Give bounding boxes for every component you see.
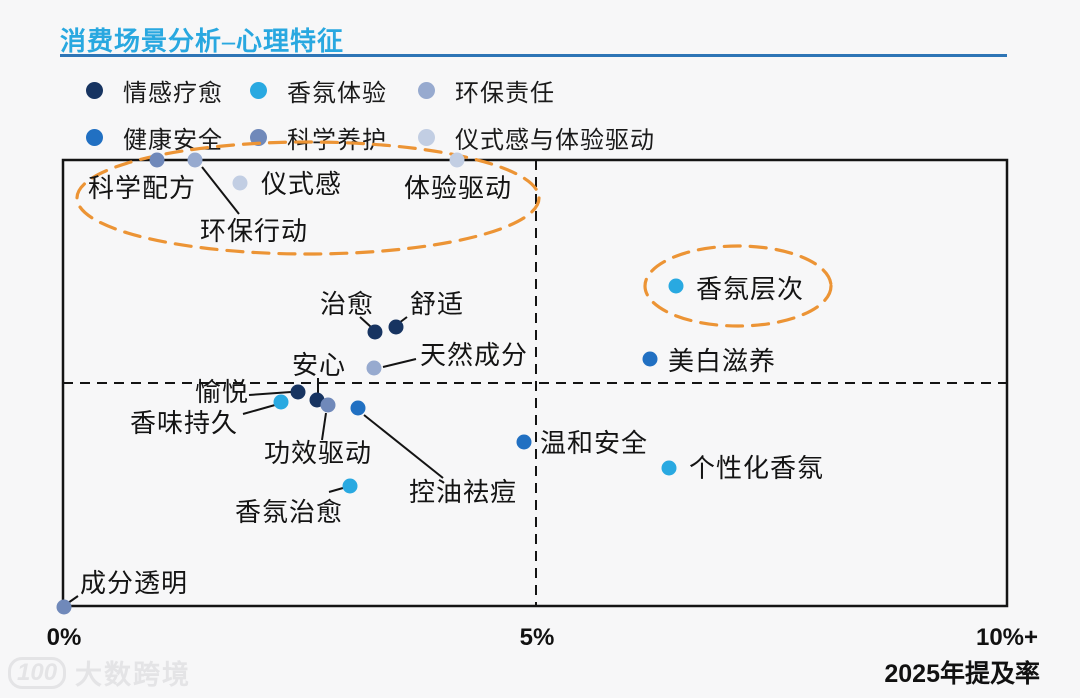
legend-dot-icon [250, 82, 267, 99]
point-label: 个性化香氛 [689, 454, 824, 483]
page-title: 消费场景分析–心理特征 [60, 27, 345, 56]
point-label: 香氛层次 [696, 275, 804, 304]
legend-label: 环保责任 [455, 81, 555, 107]
legend-dot-icon [250, 129, 267, 146]
point-label: 香味持久 [130, 409, 238, 438]
data-point [342, 478, 358, 494]
point-label: 控油祛痘 [409, 478, 517, 507]
data-point [56, 599, 72, 615]
point-label: 安心 [292, 351, 346, 380]
data-point [668, 278, 684, 294]
data-point [273, 394, 289, 410]
data-point [661, 460, 677, 476]
legend-dot-icon [86, 129, 103, 146]
point-label: 治愈 [320, 290, 374, 319]
legend-dot-icon [86, 82, 103, 99]
chart-legend: 情感疗愈香氛体验环保责任健康安全科学养护仪式感与体验驱动 [0, 0, 1080, 154]
data-point [149, 152, 165, 168]
data-point [350, 400, 366, 416]
data-point [320, 397, 336, 413]
data-point [516, 434, 532, 450]
x-tick-label: 10%+ [976, 624, 1038, 651]
leader-line [242, 404, 276, 415]
data-point [366, 360, 382, 376]
point-label: 科学配方 [88, 174, 196, 203]
data-point [388, 319, 404, 335]
point-label: 仪式感 [261, 170, 342, 199]
point-label: 愉悦 [195, 378, 249, 407]
point-label: 体验驱动 [404, 174, 512, 203]
x-tick-label: 0% [47, 624, 82, 651]
legend-label: 仪式感与体验驱动 [455, 128, 655, 154]
point-label: 成分透明 [80, 569, 188, 598]
leader-line [201, 166, 240, 215]
data-point [187, 152, 203, 168]
legend-item: 环保责任 [418, 73, 555, 108]
leader-line [248, 391, 292, 396]
legend-item: 仪式感与体验驱动 [418, 120, 655, 155]
legend-item: 健康安全 [86, 120, 223, 155]
point-label: 美白滋养 [668, 347, 776, 376]
data-point [290, 384, 306, 400]
highlight-ellipse [75, 140, 541, 256]
watermark-logo: 100 大数跨境 [8, 653, 191, 692]
point-label: 环保行动 [200, 217, 308, 246]
leader-line [321, 412, 327, 441]
leader-line [363, 414, 444, 479]
leader-line [382, 358, 417, 368]
legend-label: 香氛体验 [287, 81, 387, 107]
highlight-ellipse [643, 244, 833, 328]
data-point [232, 175, 248, 191]
data-point [449, 152, 465, 168]
x-axis-title: 2025年提及率 [884, 659, 1040, 688]
leader-line [359, 316, 372, 328]
watermark-100-icon: 100 [8, 656, 67, 689]
legend-dot-icon [418, 129, 435, 146]
data-point [642, 351, 658, 367]
legend-item: 情感疗愈 [86, 73, 223, 108]
point-label: 温和安全 [540, 429, 648, 458]
title-underline [60, 54, 1007, 57]
point-label: 舒适 [410, 290, 464, 319]
point-label: 香氛治愈 [235, 498, 343, 527]
x-tick-label: 5% [520, 624, 555, 651]
legend-label: 情感疗愈 [123, 81, 223, 107]
legend-item: 香氛体验 [250, 73, 387, 108]
point-label: 天然成分 [420, 341, 528, 370]
legend-label: 健康安全 [123, 128, 223, 154]
leader-line [328, 487, 344, 493]
point-label: 功效驱动 [264, 439, 372, 468]
leader-line [67, 595, 79, 604]
legend-dot-icon [418, 82, 435, 99]
data-point [367, 324, 383, 340]
watermark-text: 大数跨境 [75, 660, 192, 690]
